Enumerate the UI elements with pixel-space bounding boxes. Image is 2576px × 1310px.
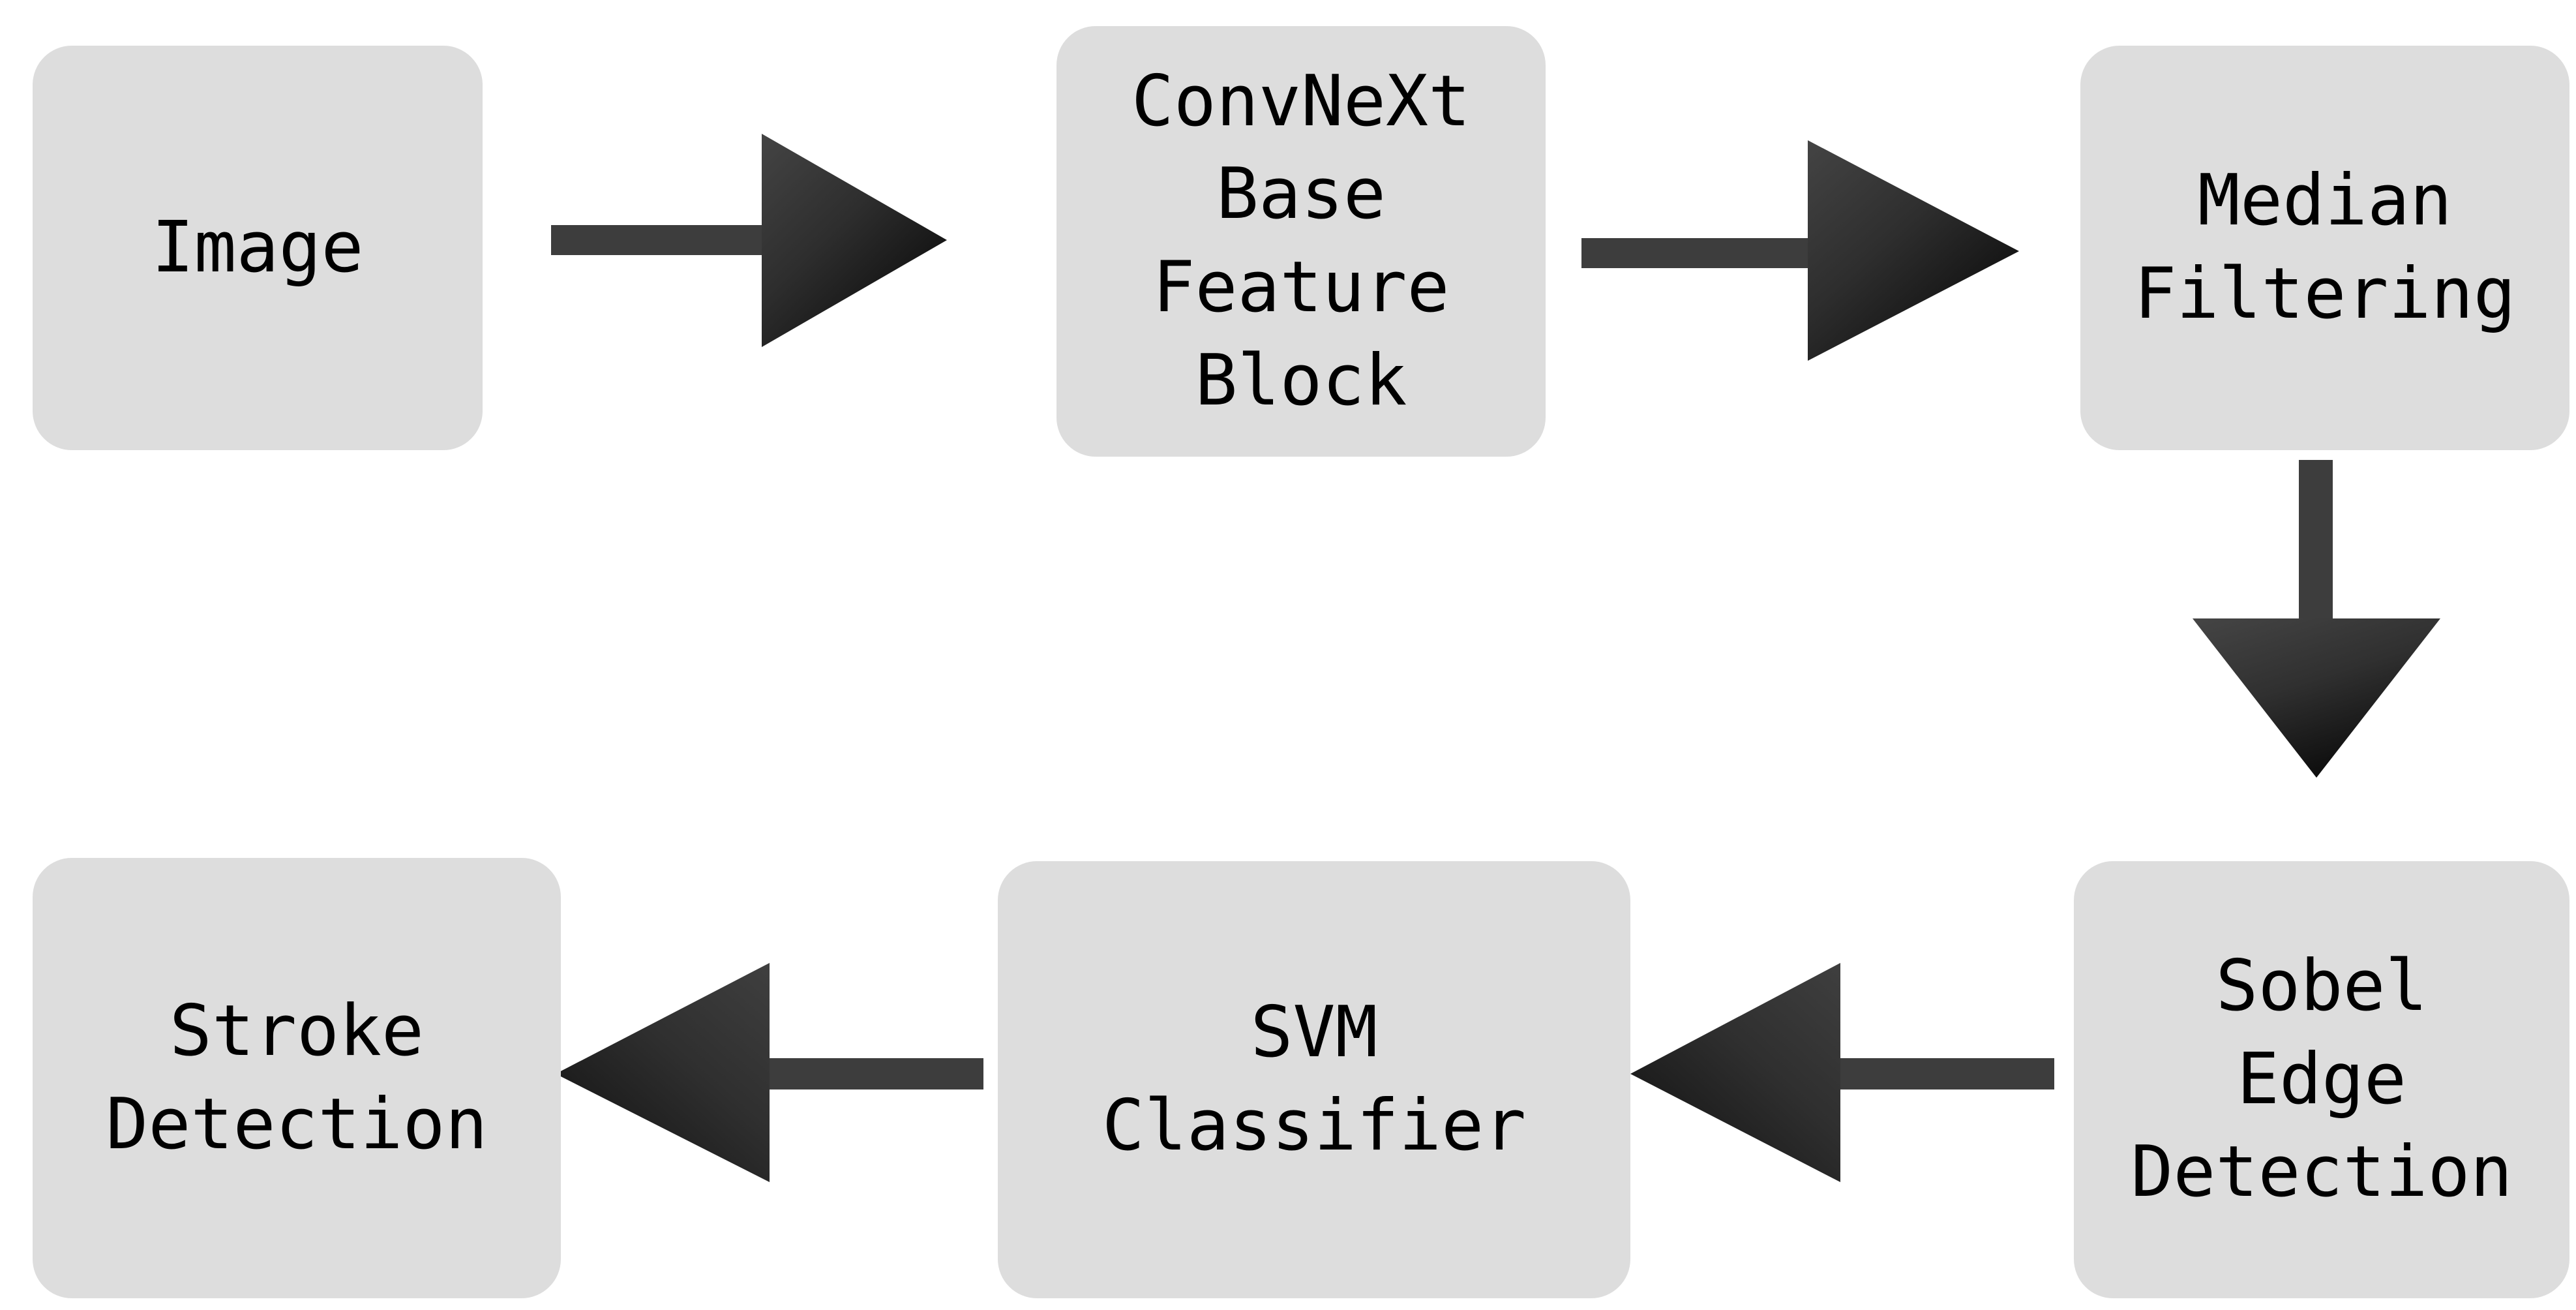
arrow-down-icon	[2193, 460, 2440, 778]
node-convnext-label-line-3: Feature	[1152, 247, 1450, 328]
node-convnext-label-line-4: Block	[1195, 339, 1407, 421]
node-convnext-label-line-1: ConvNeXt	[1131, 60, 1471, 142]
node-image-label-line-1: Image	[151, 206, 364, 288]
node-svm-classifier[interactable]: SVM Classifier	[998, 861, 1630, 1298]
node-svm-label-line-1: SVM	[1250, 992, 1378, 1074]
node-stroke-label-line-1: Stroke	[169, 990, 425, 1072]
arrow-right-icon	[551, 134, 947, 347]
node-sobel-edge-detection[interactable]: Sobel Edge Detection	[2074, 861, 2569, 1298]
node-sobel-label-line-2: Edge	[2236, 1038, 2407, 1120]
node-svm-label-line-2: Classifier	[1101, 1085, 1527, 1166]
node-sobel-label-line-1: Sobel	[2215, 945, 2428, 1028]
node-image[interactable]: Image	[33, 46, 483, 450]
node-median-filtering[interactable]: Median Filtering	[2080, 46, 2569, 450]
arrow-right-icon	[1581, 140, 2019, 361]
node-convnext[interactable]: ConvNeXt Base Feature Block	[1056, 26, 1546, 457]
node-sobel-label-line-3: Detection	[2131, 1131, 2513, 1213]
node-stroke-detection[interactable]: Stroke Detection	[33, 858, 561, 1298]
node-median-label-line-2: Filtering	[2134, 253, 2516, 335]
node-convnext-label-line-2: Base	[1216, 153, 1386, 236]
node-median-label-line-1: Median	[2197, 160, 2453, 242]
arrow-left-icon	[1630, 963, 2054, 1182]
arrow-left-icon	[556, 963, 983, 1182]
node-stroke-label-line-2: Detection	[106, 1083, 488, 1165]
